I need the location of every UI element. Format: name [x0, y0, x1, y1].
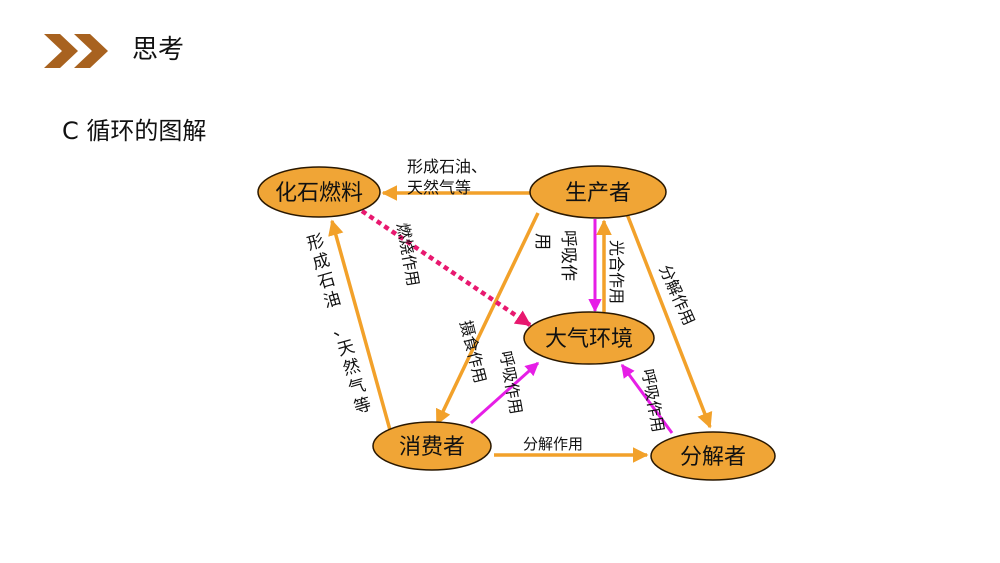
label-producer-decomposition: 分解作用 [655, 262, 698, 328]
arrow-producer-to-decomposer [625, 213, 713, 429]
label-consumer-respiration: 呼吸作用 [496, 349, 526, 415]
diagram-subtitle: C 循环的图解 [62, 117, 207, 145]
node-fossil-fuel: 化石燃料 [257, 166, 381, 218]
label-form-oil-line2: 天然气等 [407, 178, 471, 197]
double-chevron-right-icon [44, 34, 108, 68]
arrow-decomposer-respiration [620, 363, 674, 434]
label-form-oil-vertical: 形 成 石 油 、 天 然 气 等 [305, 229, 379, 418]
node-consumer-label: 消费者 [399, 435, 465, 460]
node-atmosphere: 大气环境 [523, 311, 655, 365]
node-producer: 生产者 [529, 165, 667, 219]
label-photosynthesis: 光合作用 [607, 240, 626, 304]
page-title: 思考 [132, 35, 185, 65]
node-fossil-fuel-label: 化石燃料 [275, 181, 363, 206]
label-decomposer-respiration: 呼吸作用 [638, 367, 668, 433]
label-producer-respiration-col2: 用 [532, 233, 552, 250]
node-decomposer: 分解者 [650, 431, 776, 481]
arrow-producer-to-consumer [435, 212, 540, 426]
arrow-consumer-respiration [469, 361, 540, 425]
node-atmosphere-label: 大气环境 [545, 327, 633, 352]
label-consumer-decomposition: 分解作用 [523, 435, 583, 453]
arrow-consumer-to-fossil-fuel [328, 219, 392, 431]
label-form-oil-line1: 形成石油、 [407, 157, 487, 176]
node-producer-label: 生产者 [565, 181, 631, 206]
label-burning: 燃烧作用 [393, 221, 423, 287]
node-consumer: 消费者 [372, 421, 492, 471]
arrow-fossil-fuel-burning [360, 209, 532, 327]
node-decomposer-label: 分解者 [680, 445, 746, 470]
label-producer-respiration-col1: 呼吸作 [558, 230, 578, 281]
